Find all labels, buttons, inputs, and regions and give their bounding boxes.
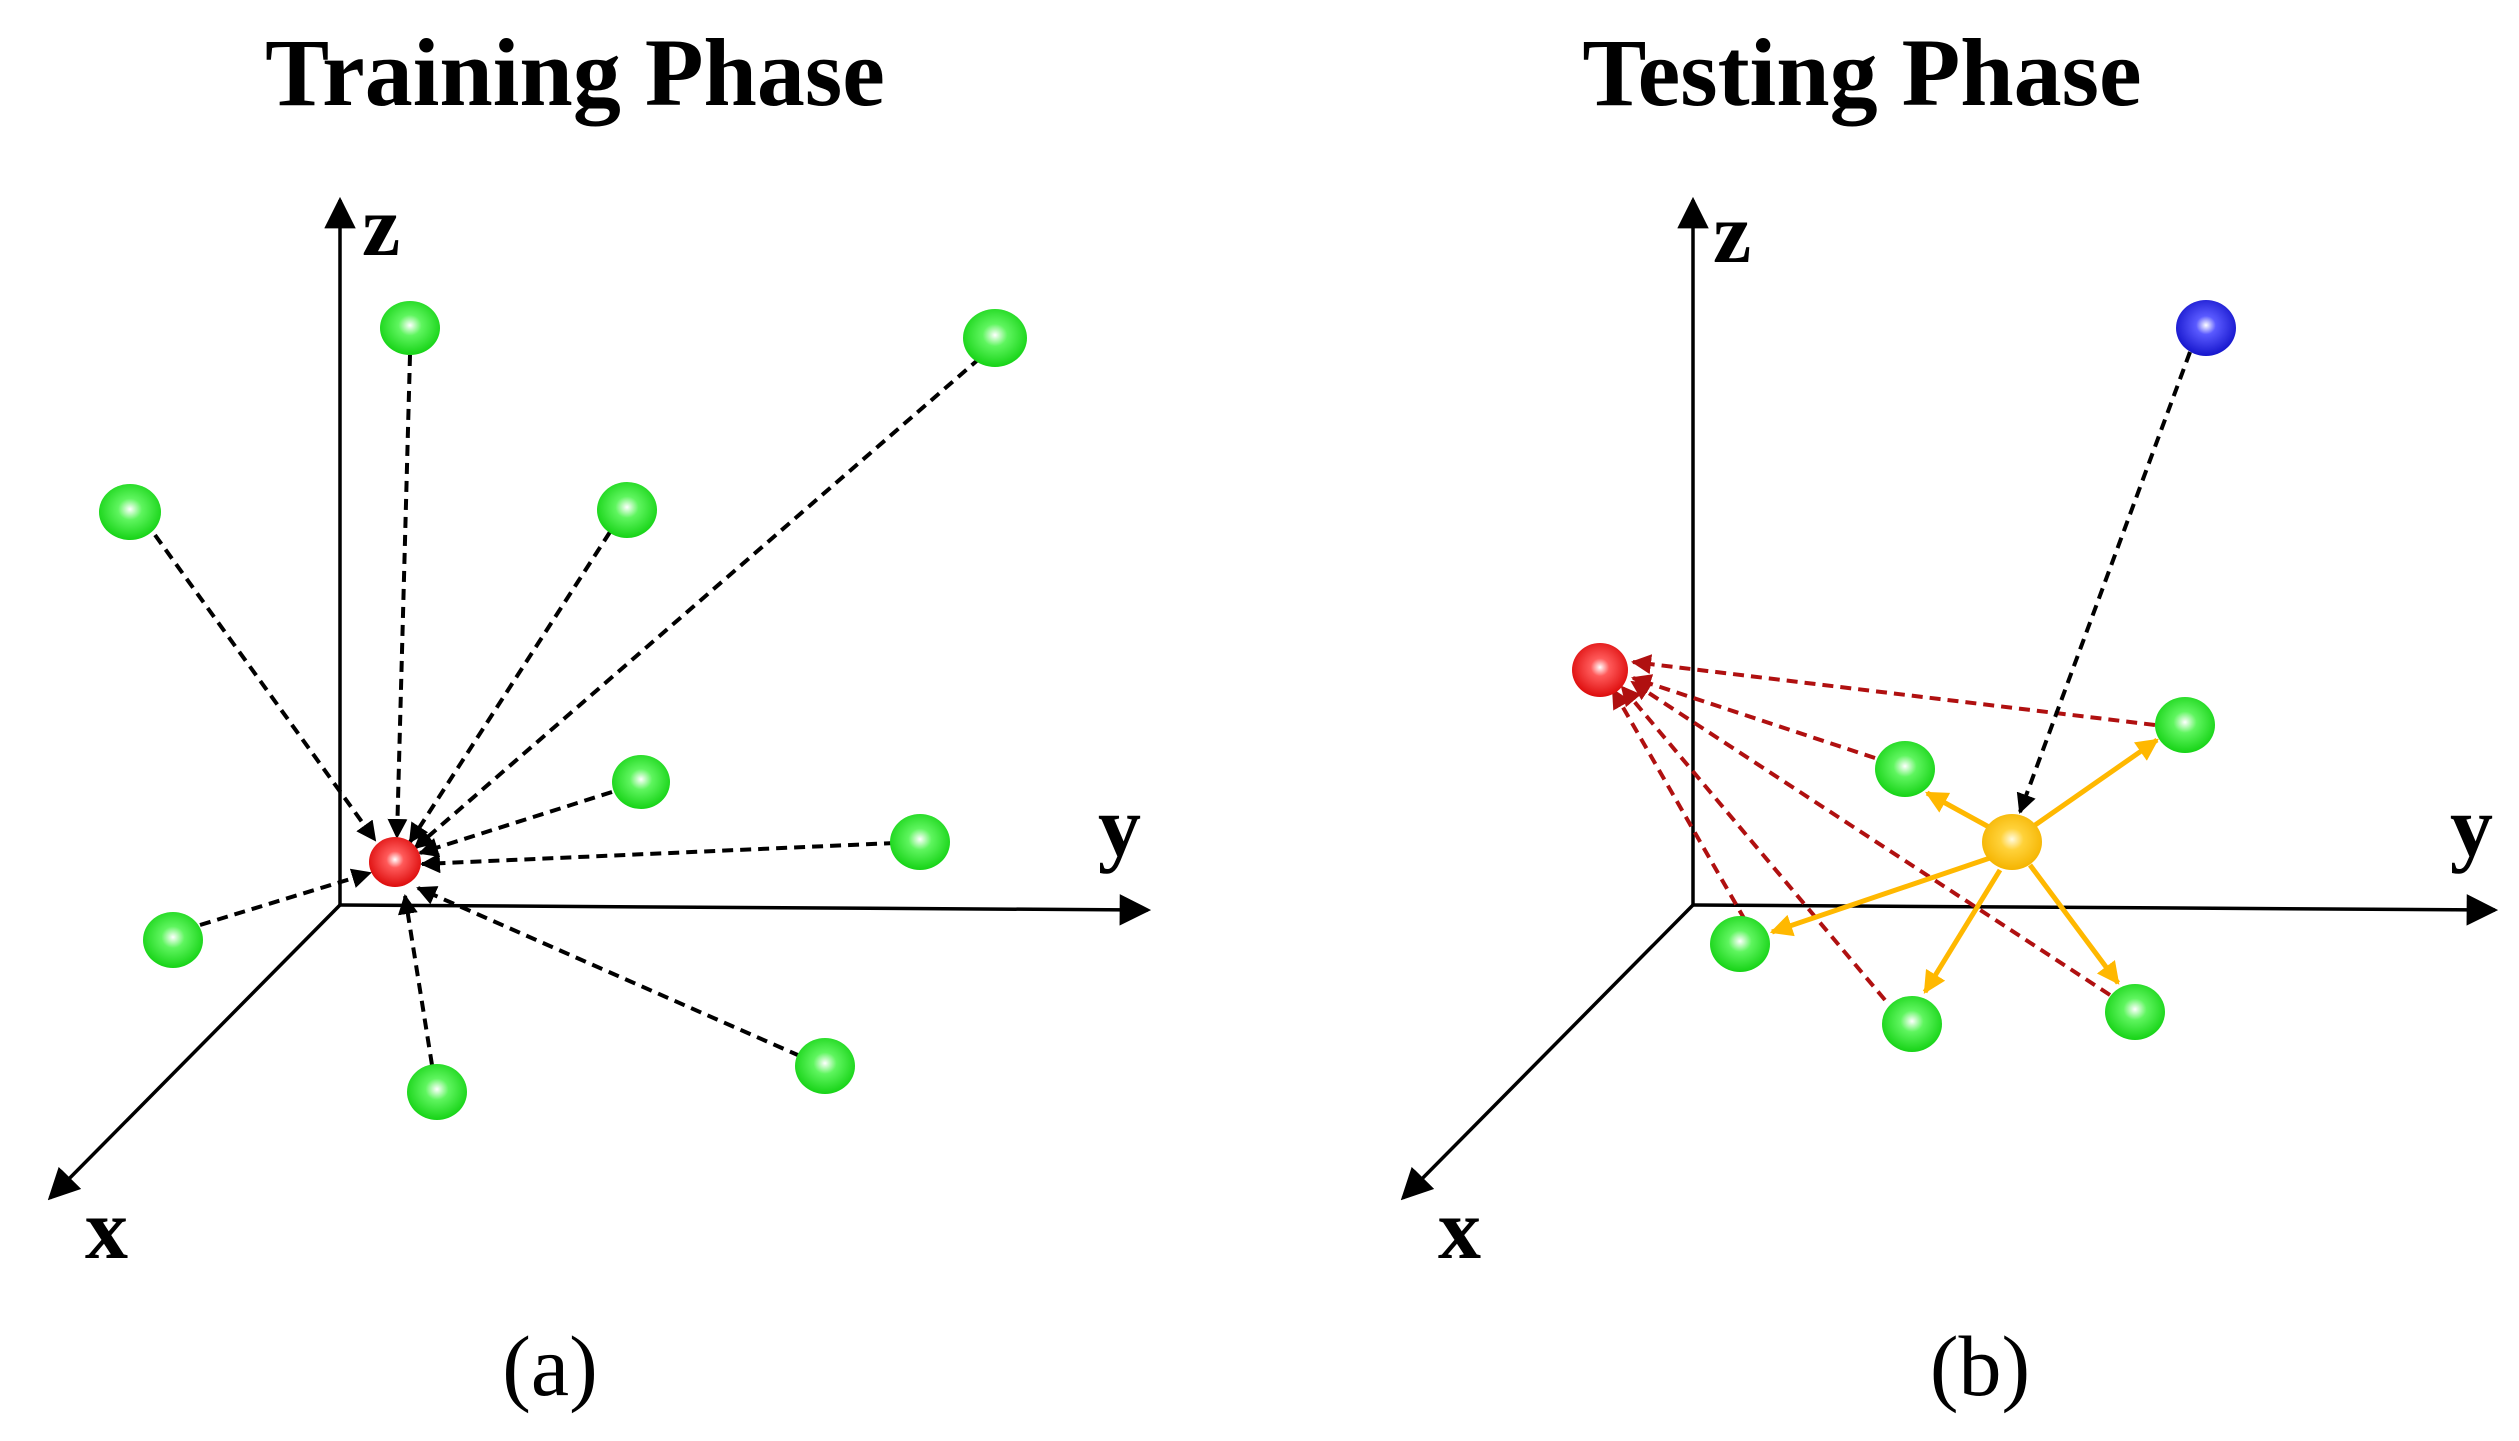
x-axis: [47, 903, 342, 1201]
arrow: [418, 790, 613, 858]
arrow: [1611, 688, 1747, 921]
arrow: [2026, 737, 2159, 833]
arrow: [2027, 863, 2121, 985]
green-node: [612, 755, 670, 809]
green-node: [1875, 741, 1935, 797]
panel-a-axes: [47, 196, 1152, 1201]
panel-a-nodes: [99, 301, 1027, 1120]
z-axis-label: z: [1713, 185, 1751, 281]
panel-b-caption: (b): [1930, 1318, 2030, 1414]
arrow: [2016, 351, 2192, 814]
green-node: [2105, 984, 2165, 1040]
green-node: [597, 482, 657, 538]
panel-a-arrows: [153, 354, 982, 1066]
x-axis-label: x: [85, 1181, 128, 1277]
arrow: [1922, 868, 2003, 994]
green-node: [890, 814, 950, 870]
panel-b-axes: [1400, 196, 2499, 1201]
y-axis-label: y: [2450, 778, 2493, 874]
orange-node: [1982, 814, 2042, 870]
y-axis: [1692, 894, 2499, 926]
arrow: [387, 354, 412, 839]
green-node: [143, 912, 203, 968]
green-node: [963, 309, 1027, 367]
y-axis: [339, 894, 1152, 926]
green-node: [1710, 916, 1770, 972]
green-node: [407, 1064, 467, 1120]
panel-b-title: Testing Phase: [1582, 19, 2141, 126]
arrow: [199, 868, 372, 927]
arrow: [1769, 855, 1991, 937]
panel-b-orange-arrows: [1769, 737, 2159, 994]
x-axis: [1400, 903, 1695, 1201]
green-node: [795, 1038, 855, 1094]
panel-b-nodes: [1572, 300, 2236, 1052]
arrow: [1631, 674, 1876, 760]
arrow: [420, 841, 896, 874]
panel-b-red-arrows: [1611, 654, 2156, 1002]
arrow: [413, 356, 982, 850]
arrow: [416, 886, 801, 1058]
panel-b: Testing Phase z y x: [1400, 19, 2499, 1414]
arrow: [408, 530, 612, 844]
panel-a-title: Training Phase: [265, 19, 885, 126]
arrow: [153, 533, 377, 842]
panel-a: Training Phase z y x: [47, 19, 1152, 1414]
arrow: [1631, 654, 2156, 727]
y-axis-label: y: [1098, 778, 1141, 874]
green-node: [99, 484, 161, 540]
red-node: [1572, 643, 1628, 697]
blue-node: [2176, 300, 2236, 356]
panel-a-caption: (a): [502, 1318, 597, 1414]
x-axis-label: x: [1438, 1181, 1481, 1277]
green-node: [2155, 697, 2215, 753]
arrow: [1620, 685, 1887, 1002]
arrow: [1630, 680, 2112, 997]
green-node: [380, 301, 440, 355]
red-node: [369, 837, 421, 887]
green-node: [1882, 996, 1942, 1052]
z-axis-label: z: [362, 178, 400, 274]
arrow: [397, 894, 434, 1066]
arrow: [1925, 790, 2000, 835]
